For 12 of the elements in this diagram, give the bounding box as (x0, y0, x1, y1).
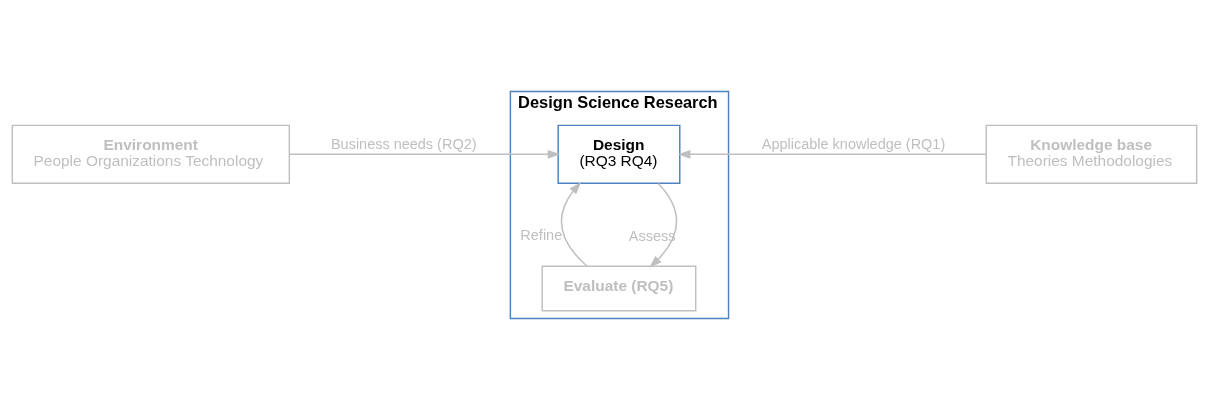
edge-label: Business needs (RQ2) (330, 136, 477, 153)
arrow (649, 182, 678, 268)
node-box: Knowledge base Theories Methodologies (985, 124, 1198, 184)
edge-label: Refine (520, 226, 563, 243)
arrow (288, 149, 561, 159)
node-box: Design (RQ3 RQ4) (557, 124, 681, 184)
arrow (677, 149, 987, 159)
edge-label: Applicable knowledge (RQ1) (761, 136, 946, 153)
edge-label: Assess (628, 227, 676, 244)
node-box: Evaluate (RQ5) (541, 265, 697, 312)
arrow (560, 181, 588, 267)
node-box: Environment People Organizations Technology (11, 124, 291, 184)
